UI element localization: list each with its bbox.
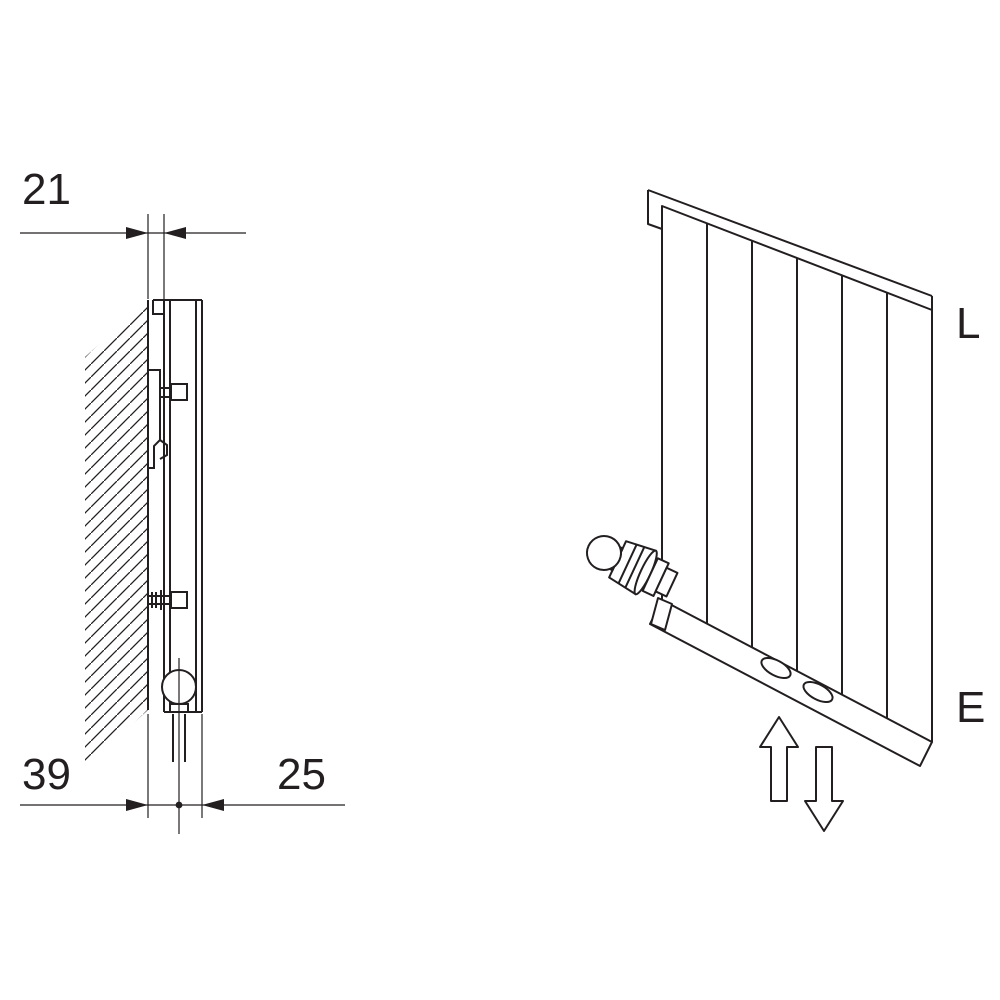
dim-bottom-left-value: 39 [22,750,71,799]
back-panel-top-edge [647,189,933,310]
dimension-point-dot [175,801,183,809]
dimension-annotations: 21 39 25 [20,165,345,818]
thermostatic-valve [586,535,679,598]
radiator-panel-profile [152,299,203,713]
flow-down-arrow [804,746,844,832]
extension-lines-bottom [147,714,203,818]
arrowhead-right [126,227,148,239]
panel-seam-lines [706,223,888,718]
valve-nut [654,566,679,598]
arrowhead-left [164,227,186,239]
side-view [85,299,203,834]
arrowhead-right-bottom [126,799,148,811]
flow-up-arrow [759,716,799,802]
label-top-connection: L [956,299,980,348]
valve-knob-cap [586,535,622,571]
valve-tail-stub [650,597,673,631]
dim-bottom-right-value: 25 [277,750,326,799]
connection-hole-2 [802,680,834,704]
dim-top-value: 21 [22,165,71,214]
wall-hatching [85,300,148,767]
pipe-stub [172,714,186,762]
connection-hole-1 [760,656,792,680]
mounting-bracket-upper [148,369,171,469]
perspective-view: L E [586,189,985,832]
extension-lines-top [147,214,165,299]
bracket-clip-upper [170,383,188,401]
mounting-bracket-lower [148,590,171,610]
bracket-clip-lower [170,591,188,609]
label-bottom-connection: E [956,683,985,732]
valve-grip-lines [617,544,646,588]
valve-collar [641,557,670,597]
arrowhead-left-bottom [202,799,224,811]
